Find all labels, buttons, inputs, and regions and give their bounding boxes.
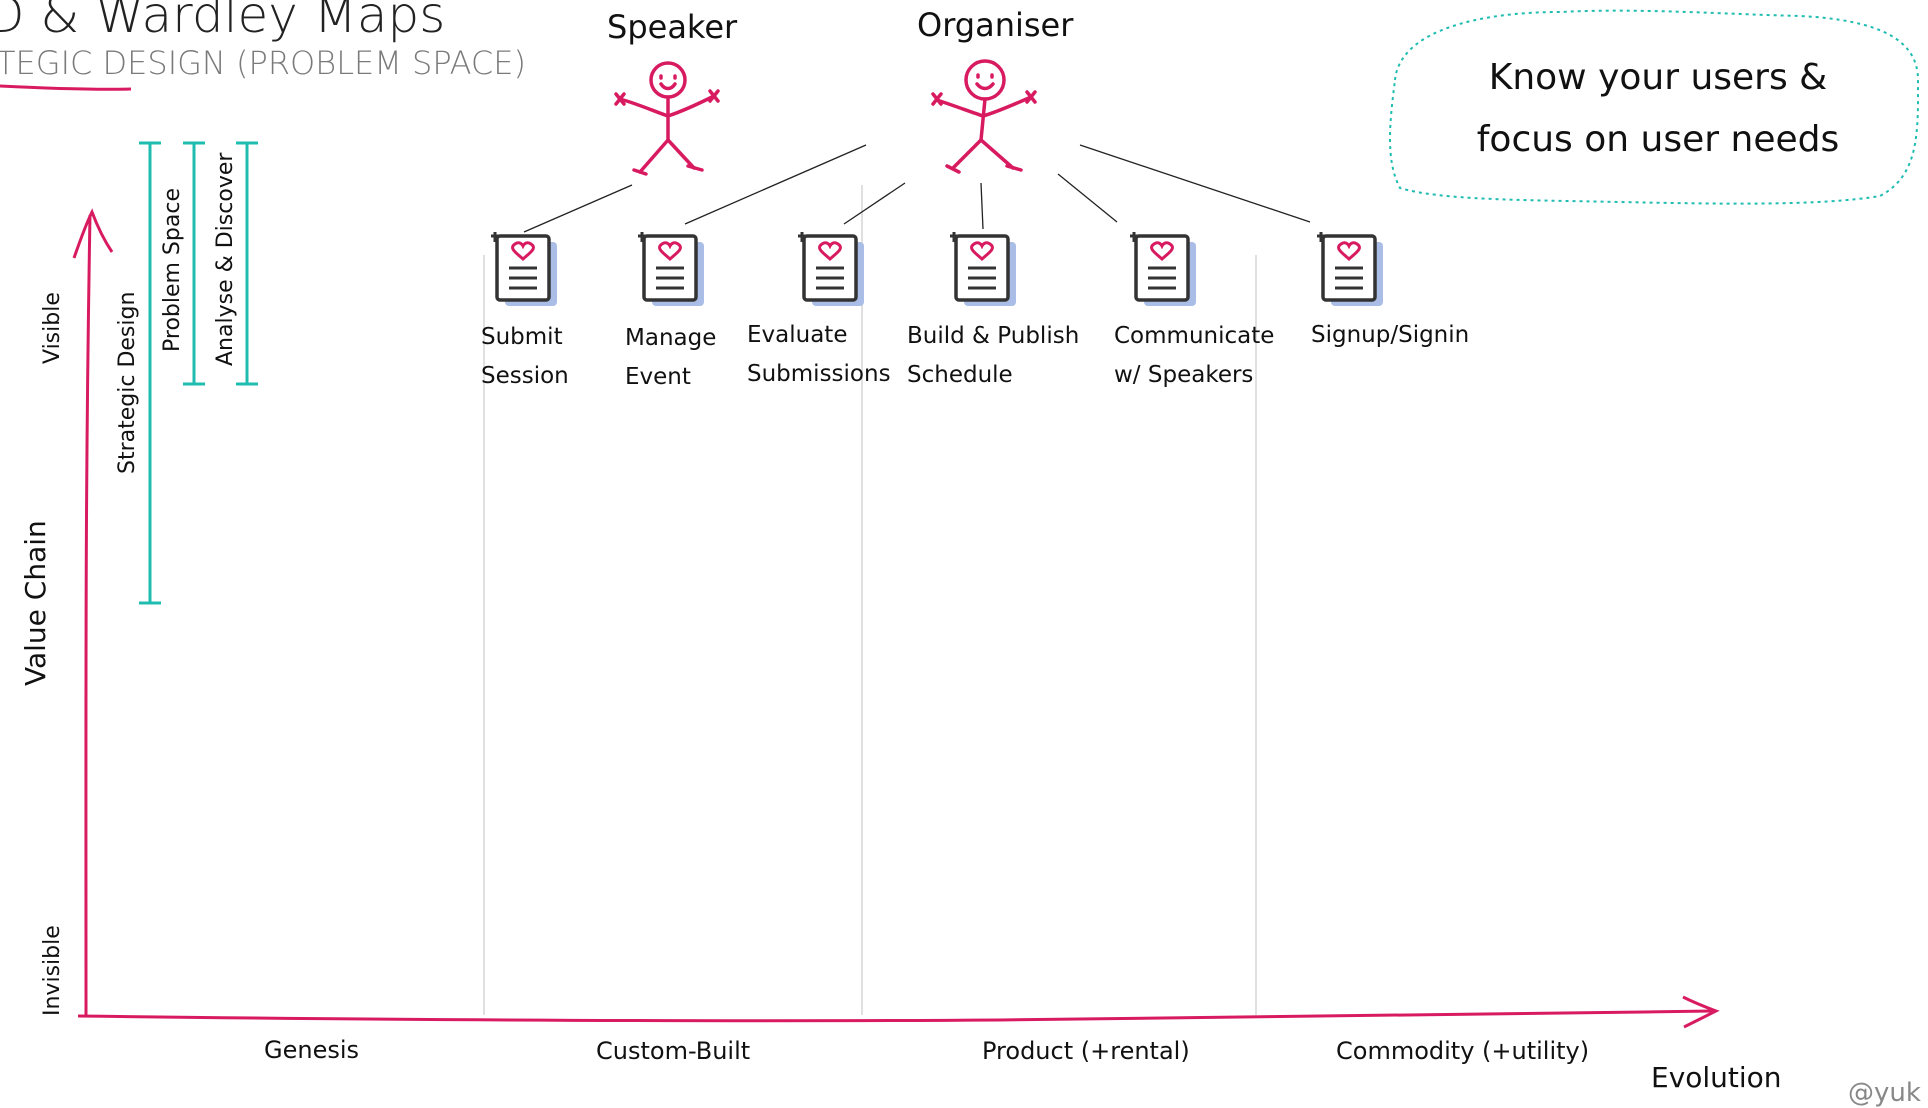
evolution-arrowhead xyxy=(1682,995,1720,1029)
stage-product-label: Product (+rental) xyxy=(982,1037,1190,1065)
value-chain-axis xyxy=(84,214,92,1016)
speaker-stick-figure-icon xyxy=(614,61,720,176)
user-need-document-icon xyxy=(491,232,557,306)
map-subtitle: TEGIC DESIGN (PROBLEM SPACE) xyxy=(0,44,526,82)
y-axis-visible-label: Visible xyxy=(40,292,65,364)
scope-bar-strategic-design xyxy=(139,141,161,605)
y-axis-invisible-label: Invisible xyxy=(40,925,65,1016)
link-organiser-communicate-speakers xyxy=(1057,173,1118,223)
actor-organiser-label: Organiser xyxy=(917,6,1074,44)
actor-speaker-label: Speaker xyxy=(607,8,738,46)
user-need-document-icon xyxy=(638,232,704,306)
stage-custom-built-label: Custom-Built xyxy=(596,1037,751,1065)
need-signup-signin-label: Signup/Signin xyxy=(1311,322,1470,348)
organiser-stick-figure-icon xyxy=(931,59,1037,174)
user-needs-callout-text: Know your users & focus on user needs xyxy=(1476,57,1840,160)
scope-bar-problem-space xyxy=(183,141,205,386)
scope-strategic-design-label: Strategic Design xyxy=(115,291,140,474)
x-axis-title: Evolution xyxy=(1651,1061,1782,1094)
scope-analyse-discover-label: Analyse & Discover xyxy=(213,152,238,366)
user-need-document-icon xyxy=(950,232,1016,306)
evolution-axis xyxy=(77,1009,1713,1023)
stage-commodity-label: Commodity (+utility) xyxy=(1336,1037,1590,1065)
link-speaker-submit-session xyxy=(523,184,633,233)
link-organiser-evaluate-submissions xyxy=(843,182,906,225)
user-need-document-icon xyxy=(1130,232,1196,306)
user-needs-callout-bubble xyxy=(1389,9,1920,205)
y-axis-title: Value Chain xyxy=(19,520,52,686)
author-handle: @yuk xyxy=(1848,1078,1921,1108)
user-need-document-icon xyxy=(1317,232,1383,306)
link-organiser-build-publish-schedule xyxy=(980,182,984,230)
scope-bar-analyse-discover xyxy=(236,141,258,386)
map-title: D & Wardley Maps xyxy=(0,0,446,44)
value-chain-arrowhead xyxy=(72,208,114,259)
user-need-document-icon xyxy=(798,232,864,306)
title-underline xyxy=(0,84,132,91)
link-organiser-signup-signin xyxy=(1079,144,1311,223)
scope-problem-space-label: Problem Space xyxy=(160,188,185,352)
link-organiser-manage-event xyxy=(684,144,867,225)
stage-genesis-label: Genesis xyxy=(264,1036,360,1064)
